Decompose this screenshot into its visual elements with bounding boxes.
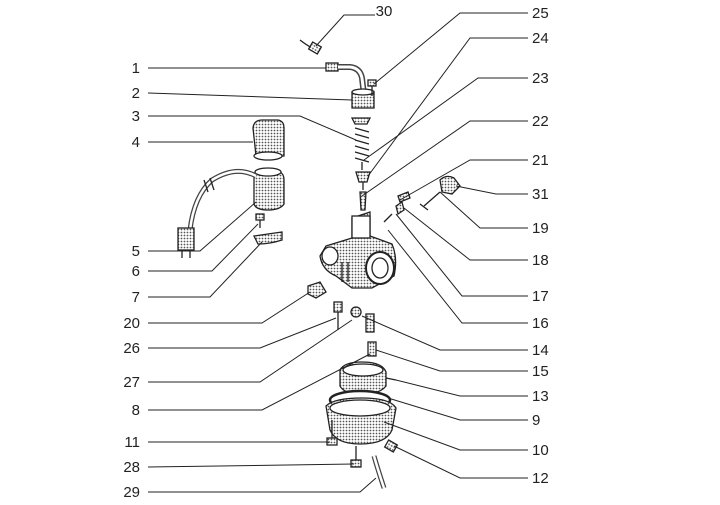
leader-lines [147, 12, 528, 493]
callout-8: 8 [132, 402, 140, 419]
part-22-needle-jet [359, 191, 367, 211]
callout-24: 24 [532, 30, 549, 47]
callout-20: 20 [123, 315, 140, 332]
callout-19: 19 [532, 220, 549, 237]
part-24-valve [355, 171, 371, 190]
part-14-15-jets [350, 306, 377, 357]
callout-7: 7 [132, 289, 140, 306]
part-20-lever [307, 281, 327, 299]
callout-23: 23 [532, 70, 549, 87]
callout-14: 14 [532, 342, 549, 359]
part-30-cable-end [299, 39, 323, 55]
part-10-float-bowl [325, 397, 397, 445]
parts-drawing [177, 39, 461, 489]
part-1-2-choke-pipe [325, 62, 375, 109]
part-13-float [339, 361, 397, 395]
callout-29: 29 [123, 484, 140, 500]
part-6-screw [255, 213, 265, 228]
callout-21: 21 [532, 152, 549, 169]
part-carburetor-body [319, 211, 397, 289]
part-5-electric-choke [177, 167, 285, 258]
part-3-needle [350, 117, 372, 170]
callout-25: 25 [532, 5, 549, 22]
part-31-adjusting-knob [419, 175, 461, 211]
callout-27: 27 [123, 374, 140, 391]
part-12-drain-screw [383, 439, 399, 453]
callout-3: 3 [132, 108, 140, 125]
callout-6: 6 [132, 263, 140, 280]
callout-12: 12 [532, 470, 549, 487]
callout-17: 17 [532, 288, 549, 305]
callout-1: 1 [132, 60, 140, 77]
callout-2: 2 [132, 85, 140, 102]
callout-10: 10 [532, 442, 549, 459]
callout-11: 11 [124, 434, 140, 451]
callout-26: 26 [123, 340, 140, 357]
part-7-bracket [253, 231, 283, 245]
callout-16: 16 [532, 315, 549, 332]
part-26-jet [333, 301, 343, 330]
part-4-cap [252, 119, 285, 161]
callout-18: 18 [532, 252, 549, 269]
callout-15: 15 [532, 363, 549, 380]
callout-22: 22 [532, 113, 549, 130]
callout-30: 30 [376, 3, 393, 20]
callout-4: 4 [132, 134, 140, 151]
callout-13: 13 [532, 388, 549, 405]
callout-labels: 30 1 2 3 4 5 6 7 20 26 27 8 11 28 29 25 … [123, 3, 549, 501]
callout-28: 28 [123, 459, 140, 476]
part-25-screw [367, 79, 377, 96]
part-18-19-screw-spring [383, 191, 411, 223]
callout-5: 5 [132, 243, 140, 260]
callout-9: 9 [532, 412, 540, 429]
part-28-screw [350, 446, 362, 468]
callout-31: 31 [532, 186, 549, 203]
part-29-drain-hose [371, 455, 387, 489]
